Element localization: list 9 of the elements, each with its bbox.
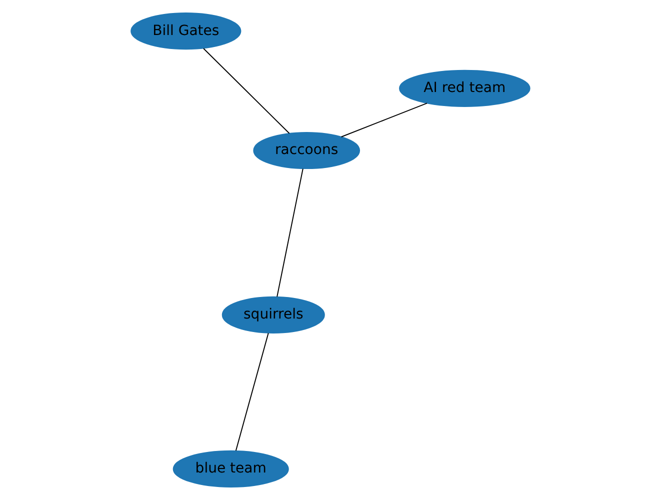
connector xyxy=(340,102,427,137)
connector xyxy=(234,332,268,450)
connector xyxy=(202,48,290,134)
node-ellipse: blue team xyxy=(172,450,288,487)
connector xyxy=(276,168,303,296)
node-ellipse: squirrels xyxy=(221,296,324,333)
node-ellipse: AI red team xyxy=(398,69,530,106)
node-ellipse: Bill Gates xyxy=(130,12,241,50)
node-ellipse: raccoons xyxy=(252,131,360,169)
